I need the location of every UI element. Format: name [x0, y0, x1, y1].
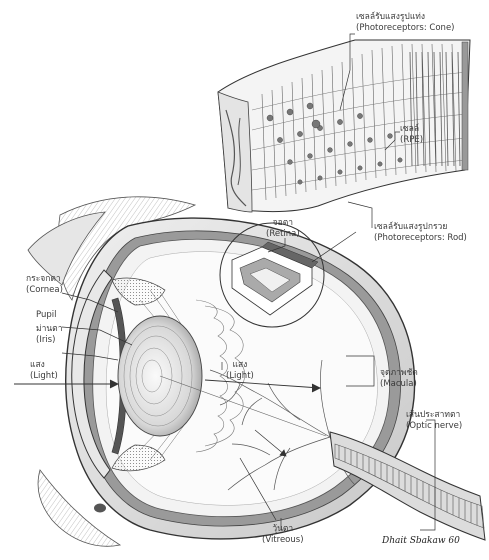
label-light-inner-en: (Light)	[226, 371, 254, 382]
label-macula: จุดภาพชัด (Macula)	[380, 368, 418, 389]
label-light-left: แสง (Light)	[30, 360, 58, 381]
label-light-left-en: (Light)	[30, 371, 58, 382]
label-light-inner: แสง (Light)	[226, 360, 254, 381]
label-retina-th: จอตา	[266, 218, 300, 229]
label-pupil-en: Pupil	[36, 310, 56, 321]
label-rpe-th: เซลล์	[400, 124, 423, 135]
label-cone: เซลล์รับแสงรูปแท่ง (Photoreceptors: Cone…	[356, 12, 455, 33]
label-iris-th: ม่านตา	[36, 324, 62, 335]
label-macula-th: จุดภาพชัด	[380, 368, 418, 379]
label-iris: ม่านตา (Iris)	[36, 324, 62, 345]
label-rpe-en: (RPE)	[400, 135, 423, 146]
label-cornea-th: กระจกตา	[26, 274, 63, 285]
signature-text: Dhait Sbakaw 60	[382, 536, 460, 546]
label-rod-en: (Photoreceptors: Rod)	[374, 233, 467, 244]
label-macula-en: (Macula)	[380, 379, 418, 390]
label-pupil: Pupil	[36, 310, 56, 321]
label-retina: จอตา (Retina)	[266, 218, 300, 239]
label-cornea: กระจกตา (Cornea)	[26, 274, 63, 295]
label-vitreous: วุ้นตา (Vitreous)	[262, 524, 304, 545]
artist-signature: Dhait Sbakaw 60	[382, 536, 460, 547]
retina-cell-block	[218, 40, 470, 212]
label-retina-en: (Retina)	[266, 229, 300, 240]
label-rod-th: เซลล์รับแสงรูปกรวย	[374, 222, 467, 233]
label-cone-th: เซลล์รับแสงรูปแท่ง	[356, 12, 425, 22]
label-vitreous-en: (Vitreous)	[262, 535, 304, 546]
label-light-inner-th: แสง	[226, 360, 254, 371]
label-rpe: เซลล์ (RPE)	[400, 124, 423, 145]
label-iris-en: (Iris)	[36, 335, 62, 346]
label-optic-en: (Optic nerve)	[406, 421, 462, 432]
label-cornea-en: (Cornea)	[26, 285, 63, 296]
label-optic-nerve: เส้นประสาทตา (Optic nerve)	[406, 410, 462, 431]
label-light-left-th: แสง	[30, 360, 58, 371]
label-rod: เซลล์รับแสงรูปกรวย (Photoreceptors: Rod)	[374, 222, 467, 243]
label-vitreous-th: วุ้นตา	[262, 524, 304, 535]
label-optic-th: เส้นประสาทตา	[406, 410, 462, 421]
label-cone-en: (Photoreceptors: Cone)	[356, 23, 455, 34]
